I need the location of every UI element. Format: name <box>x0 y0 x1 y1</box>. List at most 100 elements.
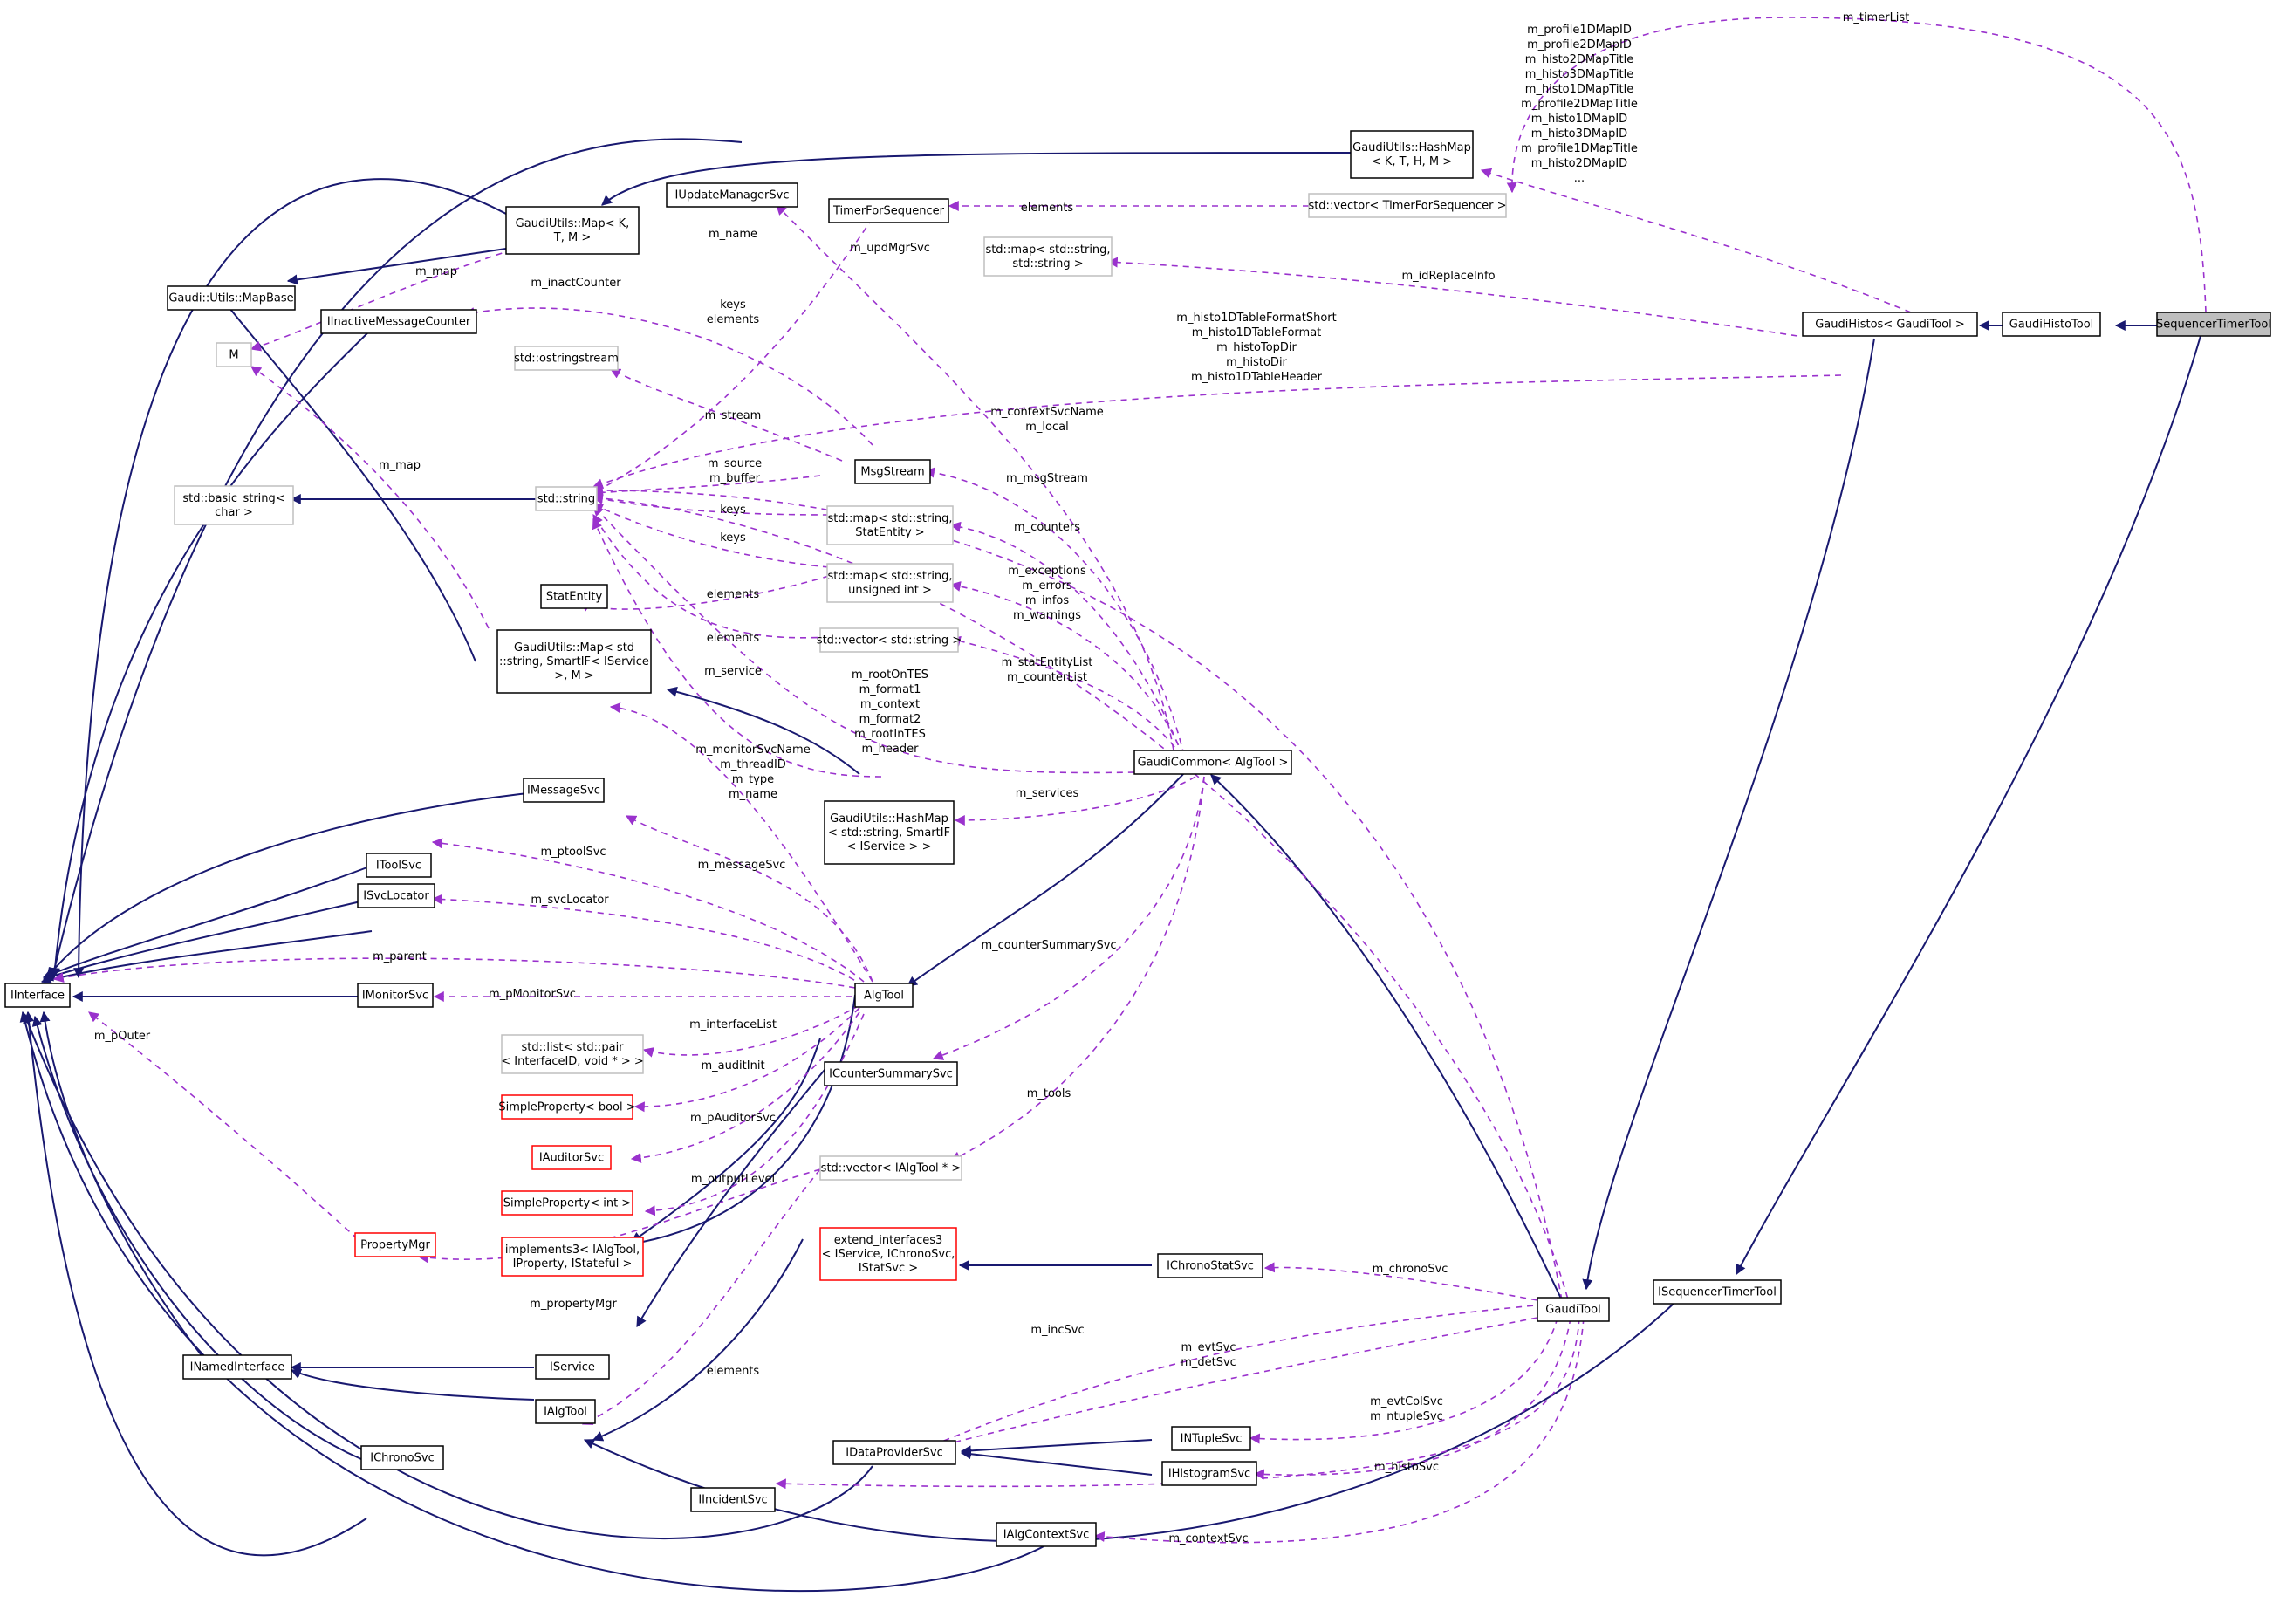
node-gaudicommon[interactable]: GaudiCommon< AlgTool > <box>1133 750 1292 775</box>
node-map_smartif[interactable]: GaudiUtils::Map< std::string, SmartIF< I… <box>496 629 652 694</box>
node-box <box>320 309 477 334</box>
node-label: std::string <box>537 493 595 506</box>
edge-label-text: elements <box>707 588 760 601</box>
node-itoolsvc[interactable]: IToolSvc <box>366 853 432 878</box>
node-list_pair[interactable]: std::list< std::pair< InterfaceID, void … <box>501 1034 644 1074</box>
edge-label-text: m_statEntityList <box>1002 656 1093 669</box>
node-imonitorsvc[interactable]: IMonitorSvc <box>357 983 434 1008</box>
node-statentity[interactable]: StatEntity <box>540 584 608 609</box>
node-gaudihistos[interactable]: GaudiHistos< GaudiTool > <box>1802 312 1978 337</box>
node-msgstream[interactable]: MsgStream <box>854 459 931 484</box>
node-label: SequencerTimerTool <box>2156 319 2271 332</box>
edge-label-lbl_keys2: keys <box>720 531 746 545</box>
edge-label-lbl_stream: m_stream <box>705 409 762 422</box>
node-box <box>1653 1279 1782 1305</box>
node-label: PropertyMgr <box>360 1239 430 1252</box>
node-label: IChronoSvc <box>370 1452 434 1465</box>
edge-label-text: m_counterSummarySvc <box>981 939 1116 952</box>
node-implements3[interactable]: implements3< IAlgTool,IProperty, IStatef… <box>501 1237 644 1277</box>
node-gauditool[interactable]: GaudiTool <box>1537 1297 1610 1322</box>
node-extend3[interactable]: extend_interfaces3< IService, IChronoSvc… <box>819 1227 957 1281</box>
node-intuplesvc[interactable]: INTupleSvc <box>1171 1426 1251 1451</box>
node-vec_timer[interactable]: std::vector< TimerForSequencer > <box>1308 193 1507 218</box>
node-map_uint[interactable]: std::map< std::string,unsigned int > <box>826 563 954 603</box>
node-map_ss[interactable]: std::map< std::string,std::string > <box>983 236 1113 277</box>
edge-label-text: m_outputLevel <box>691 1173 775 1186</box>
edge-label-lbl_chrono: m_chronoSvc <box>1373 1263 1448 1276</box>
node-box <box>531 1145 612 1170</box>
edge-label-text: m_errors <box>1022 579 1072 593</box>
node-label: std::string > <box>1012 257 1083 271</box>
node-vec_ialgtool[interactable]: std::vector< IAlgTool * > <box>819 1155 962 1181</box>
node-vec_string[interactable]: std::vector< std::string > <box>817 627 962 653</box>
node-iincidentsvc[interactable]: IIncidentSvc <box>690 1487 776 1512</box>
node-label: AlgTool <box>864 990 904 1003</box>
node-label: T, M > <box>553 231 591 244</box>
node-gaudihistotool[interactable]: GaudiHistoTool <box>2002 312 2101 337</box>
node-algtool[interactable]: AlgTool <box>854 983 914 1008</box>
node-mapbase[interactable]: Gaudi::Utils::MapBase <box>167 285 296 311</box>
edge-label-text: m_histo1DTableHeader <box>1191 371 1323 384</box>
edge-label-lbl_svclocator: m_svcLocator <box>531 894 609 907</box>
node-isequencertimertool[interactable]: ISequencerTimerTool <box>1653 1279 1782 1305</box>
node-label: std::basic_string< <box>182 492 284 505</box>
node-icountersummary[interactable]: ICounterSummarySvc <box>824 1061 958 1086</box>
node-label: < std::string, SmartIF <box>828 826 950 839</box>
node-iauditorsvc[interactable]: IAuditorSvc <box>531 1145 612 1170</box>
node-box <box>828 198 949 223</box>
edge-label-text: m_idReplaceInfo <box>1401 270 1495 283</box>
node-iservice[interactable]: IService <box>535 1354 610 1380</box>
node-seqtimer[interactable]: SequencerTimerTool <box>2156 312 2271 337</box>
node-iinterface[interactable]: IInterface <box>4 983 71 1008</box>
edge-label-text: m_map <box>379 459 421 472</box>
edge-label-text: m_profile2DMapTitle <box>1521 98 1638 111</box>
edge-label-lbl_map_smartif: m_map <box>379 459 421 472</box>
node-simpleprop_bool[interactable]: SimpleProperty< bool > <box>498 1094 636 1120</box>
node-basic_string[interactable]: std::basic_string<char > <box>174 485 294 525</box>
node-label: unsigned int > <box>848 584 932 597</box>
node-map_stat[interactable]: std::map< std::string,StatEntity > <box>826 505 954 545</box>
edge-label-text: m_format1 <box>859 683 921 696</box>
node-idataprovider[interactable]: IDataProviderSvc <box>832 1440 956 1465</box>
node-iinactive[interactable]: IInactiveMessageCounter <box>320 309 477 334</box>
node-ialgtool[interactable]: IAlgTool <box>535 1399 596 1424</box>
node-isvclocator[interactable]: ISvcLocator <box>357 883 435 908</box>
node-box <box>357 983 434 1008</box>
node-imessagesvc[interactable]: IMessageSvc <box>523 778 605 803</box>
edge-label-text: m_profile1DMapTitle <box>1521 142 1638 155</box>
edge-label-text: m_tools <box>1027 1087 1071 1100</box>
node-box <box>1308 193 1507 218</box>
node-ihistogramsvc[interactable]: IHistogramSvc <box>1161 1461 1257 1486</box>
node-ichronosvc[interactable]: IChronoSvc <box>360 1445 444 1470</box>
node-ostringstream[interactable]: std::ostringstream <box>514 346 619 371</box>
node-label: IAlgTool <box>544 1406 587 1419</box>
edge-label-text: m_buffer <box>709 472 761 485</box>
node-ichronostatsvc[interactable]: IChronoStatSvc <box>1157 1253 1263 1278</box>
node-map_ktm[interactable]: GaudiUtils::Map< K,T, M > <box>505 206 640 255</box>
edge-label-text: m_pOuter <box>94 1030 151 1043</box>
node-ialgcontextsvc[interactable]: IAlgContextSvc <box>996 1522 1097 1547</box>
node-label: TimerForSequencer <box>832 205 945 218</box>
node-box <box>854 983 914 1008</box>
node-timerforseq[interactable]: TimerForSequencer <box>828 198 949 223</box>
edge-label-text: m_stream <box>705 409 762 422</box>
node-label: GaudiUtils::Map< K, <box>516 217 630 230</box>
node-string[interactable]: std::string <box>535 486 598 511</box>
node-box <box>819 1227 957 1281</box>
node-label: IToolSvc <box>376 860 421 873</box>
edge-label-text: elements <box>1021 202 1074 215</box>
node-simpleprop_int[interactable]: SimpleProperty< int > <box>501 1190 633 1216</box>
edge-label-lbl_elements_timer: elements <box>1021 202 1074 215</box>
node-iupdatemgr[interactable]: IUpdateManagerSvc <box>666 182 798 208</box>
node-hashmap_kthm[interactable]: GaudiUtils::HashMap< K, T, H, M > <box>1350 130 1474 179</box>
node-inamedinterface[interactable]: INamedInterface <box>182 1354 292 1380</box>
node-M[interactable]: M <box>216 342 252 367</box>
edge-label-text: m_service <box>704 665 762 678</box>
node-hashmap_smartif[interactable]: GaudiUtils::HashMap< std::string, SmartI… <box>824 800 955 865</box>
node-label: std::ostringstream <box>514 353 619 366</box>
node-propertymgr[interactable]: PropertyMgr <box>354 1232 436 1257</box>
edge-label-text: m_messageSvc <box>698 859 786 872</box>
